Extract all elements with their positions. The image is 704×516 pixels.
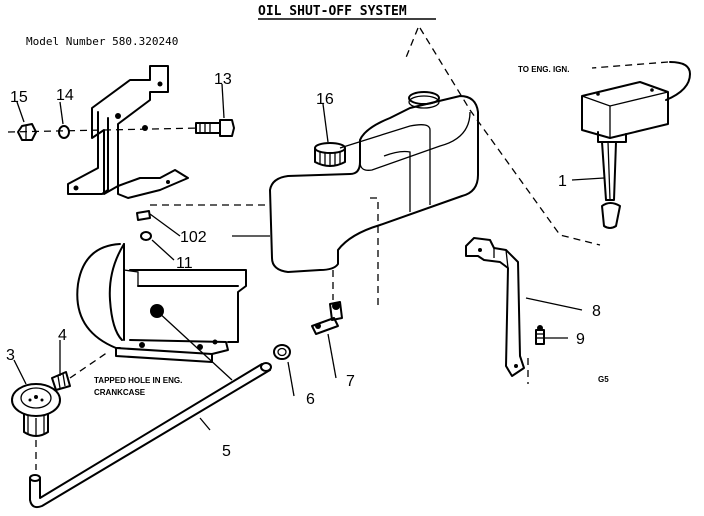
oil-hose-5 <box>29 362 272 509</box>
callout-4: 4 <box>58 327 67 344</box>
oil-tank <box>269 91 479 273</box>
callout-102: 102 <box>180 229 207 246</box>
model-number: Model Number 580.320240 <box>26 35 178 48</box>
crankcase-label: CRANKCASE <box>94 388 146 397</box>
valve-to-engine-leader <box>69 351 109 379</box>
drain-valve-3 <box>11 383 61 437</box>
lock-washer-14 <box>58 125 70 139</box>
title-leader-right <box>419 27 601 246</box>
callout-leaders <box>13 83 605 431</box>
mounting-bracket <box>67 65 189 199</box>
bolt-axis-leader <box>7 127 201 133</box>
engine-crankcase <box>76 243 247 363</box>
screw-9 <box>535 325 545 345</box>
valve-fitting-4 <box>51 371 71 391</box>
callout-16: 16 <box>316 91 334 108</box>
callout-1: 1 <box>558 173 567 190</box>
bolt-13 <box>195 119 235 137</box>
diagram-title: OIL SHUT-OFF SYSTEM <box>258 4 407 19</box>
callout-3: 3 <box>6 347 15 364</box>
tapped-hole-leader <box>156 310 233 381</box>
callout-7: 7 <box>346 373 355 390</box>
oil-level-switch <box>581 81 669 229</box>
callout-6: 6 <box>306 391 315 408</box>
tapped-hole-label: TAPPED HOLE IN ENG. <box>94 376 182 385</box>
hose-clamp-6 <box>273 344 291 360</box>
diagram-code: G5 <box>598 375 609 384</box>
callout-14: 14 <box>56 87 74 104</box>
callout-5: 5 <box>222 443 231 460</box>
shutoff-valve-7 <box>311 301 343 335</box>
callout-15: 15 <box>10 89 28 106</box>
nut-11 <box>140 231 152 241</box>
nut-15 <box>17 123 37 141</box>
ignition-wire-leader <box>591 61 669 69</box>
callout-11: 11 <box>176 255 193 272</box>
ignition-wire <box>665 61 691 101</box>
callout-8: 8 <box>592 303 601 320</box>
callout-9: 9 <box>576 331 585 348</box>
washer-102 <box>136 210 151 221</box>
tank-bracket-8 <box>465 237 525 377</box>
title-leader-left <box>404 27 419 61</box>
callout-13: 13 <box>214 71 232 88</box>
tank-mount-leader <box>370 197 379 305</box>
to-eng-ign-label: TO ENG. IGN. <box>518 65 569 74</box>
